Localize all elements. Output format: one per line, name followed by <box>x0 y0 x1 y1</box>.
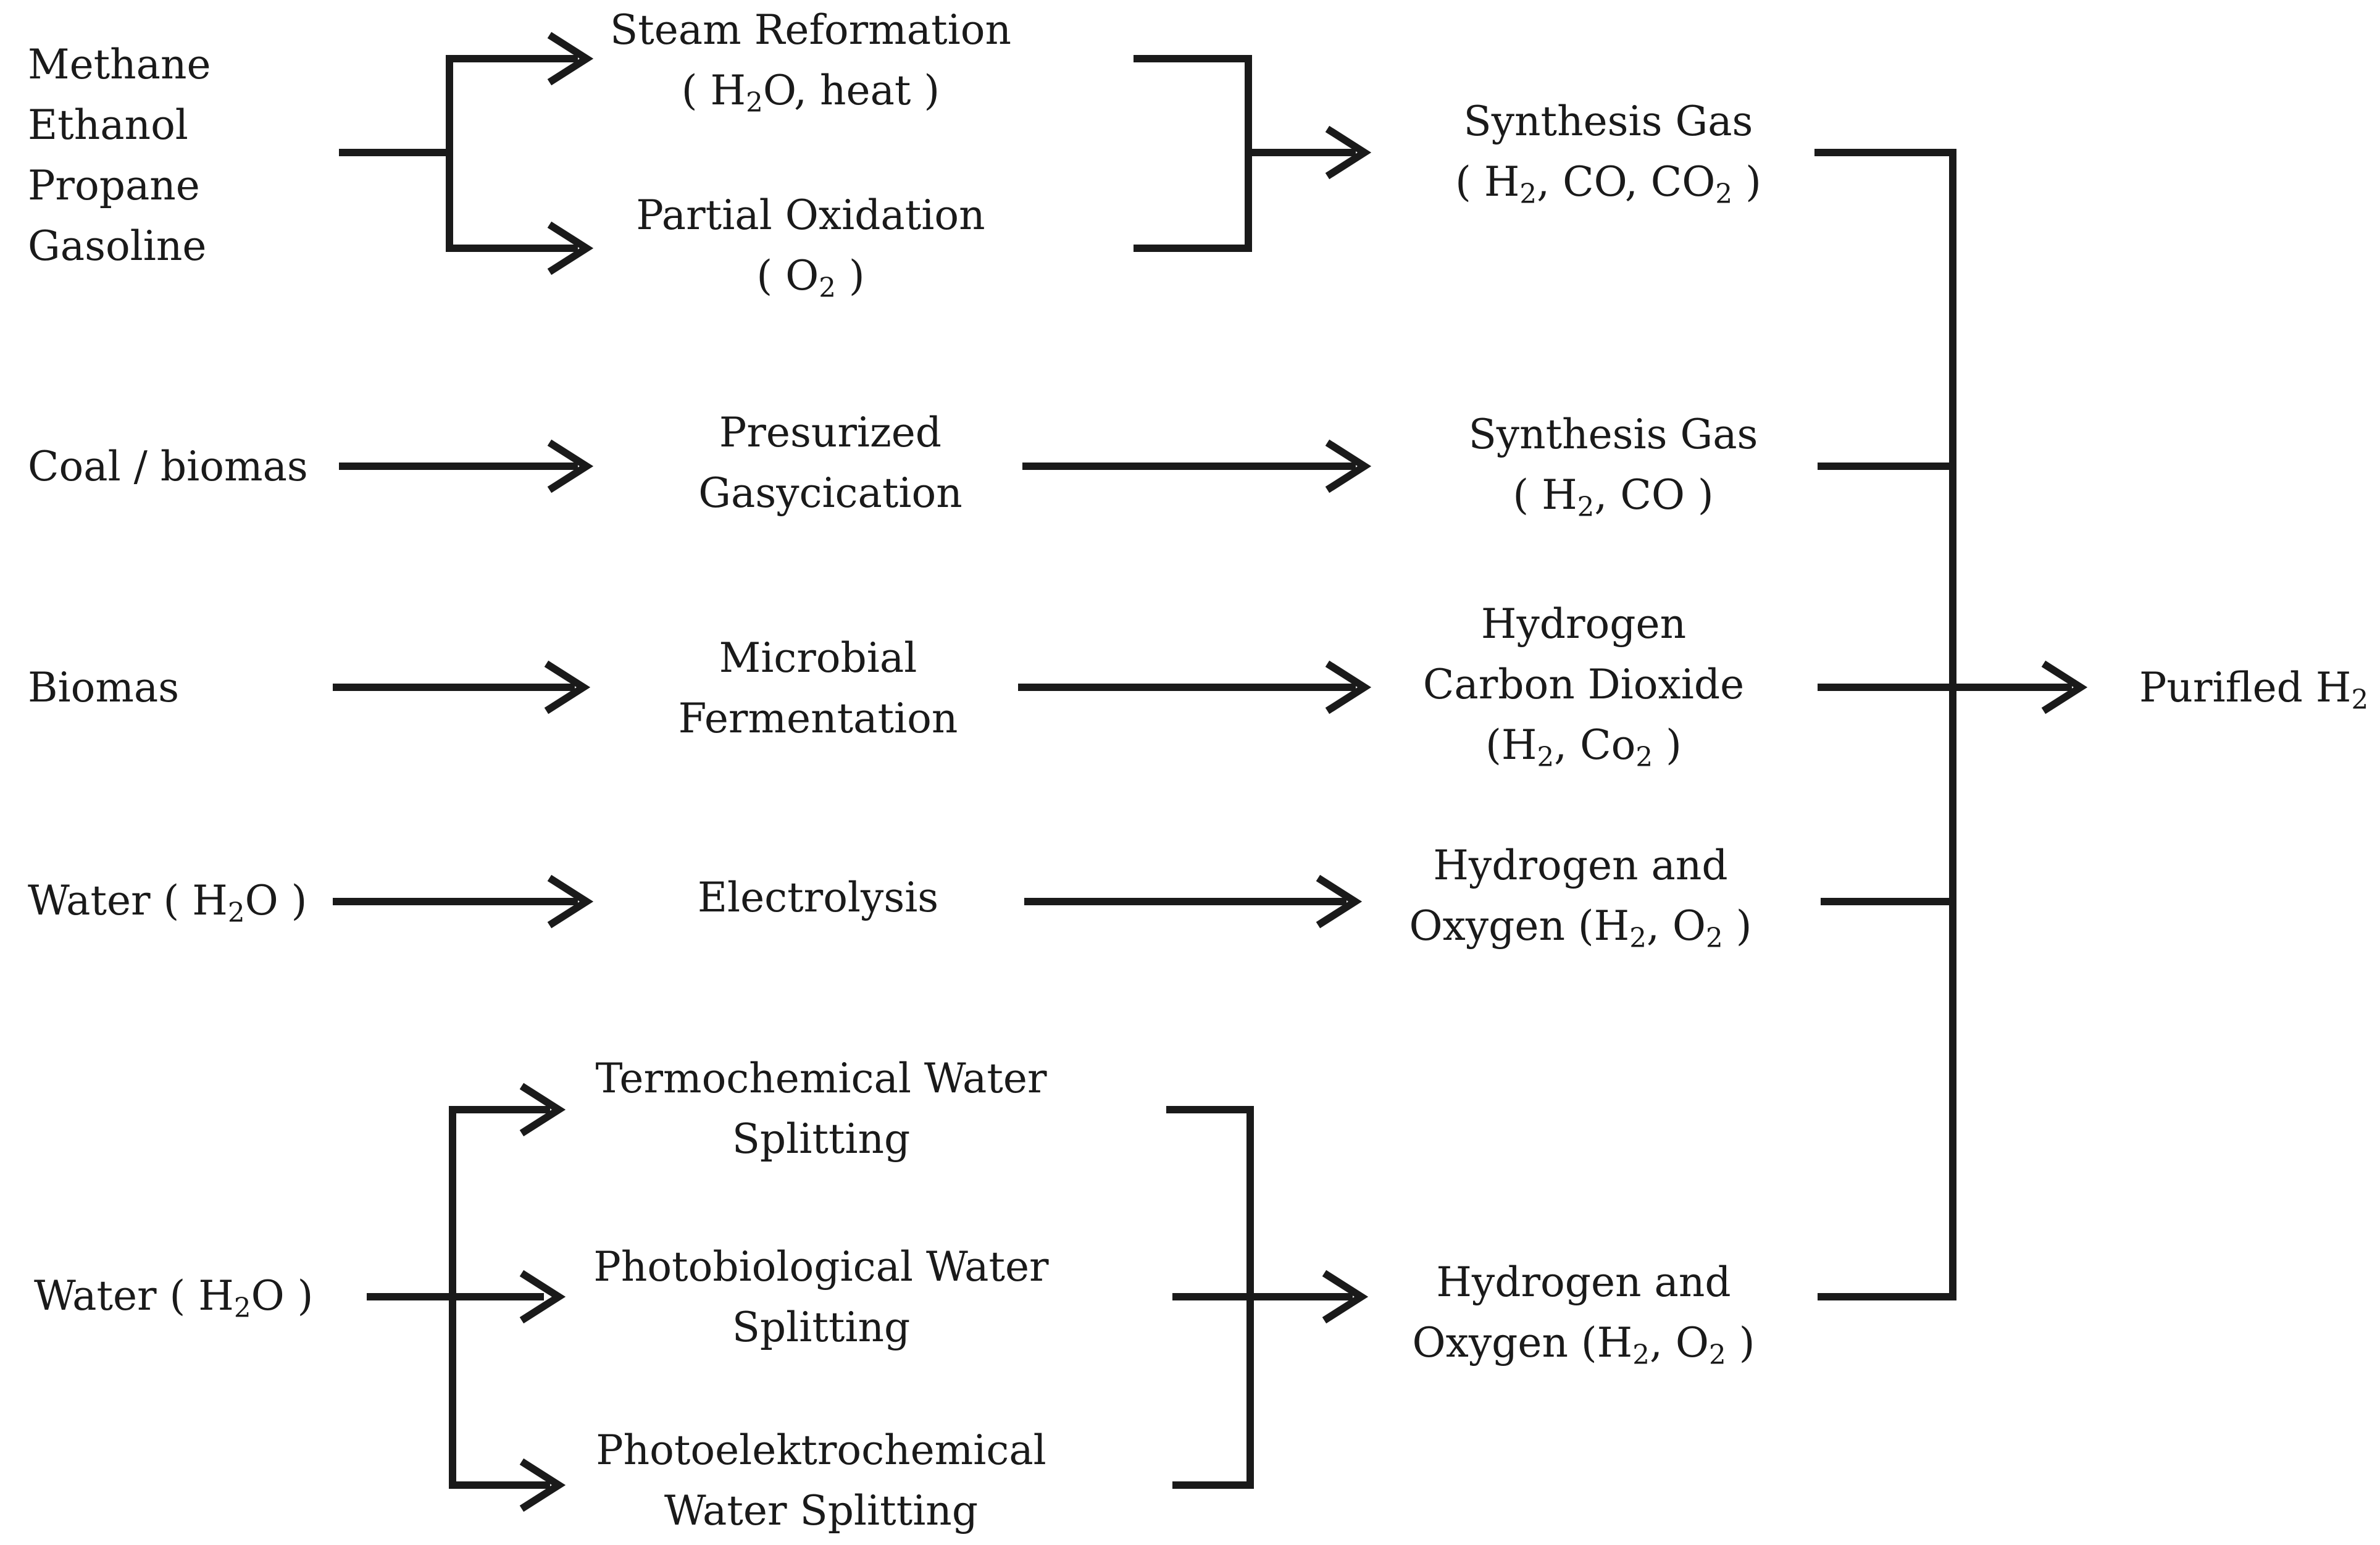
arrowhead-to-partial-oxidation <box>547 221 594 275</box>
arrowhead-to-photobiological <box>519 1270 566 1324</box>
product-syngas-2: Synthesis Gas ( H2, CO ) <box>1468 411 1758 524</box>
source-water-splitting: Water ( H2O ) <box>34 1272 314 1325</box>
connector-merge-syngas-1 <box>1134 55 1356 252</box>
arrowhead-to-thermochemical <box>519 1082 566 1137</box>
process-partial-oxidation: Partial Oxidation ( O2 ) <box>636 191 985 304</box>
process-fermentation: Microbial Fermentation <box>678 634 958 742</box>
process-steam-reformation: Steam Reformation ( H2O, heat ) <box>610 6 1011 119</box>
arrowhead-to-steam-reformation <box>547 31 594 86</box>
product-syngas-1: Synthesis Gas ( H2, CO, CO2 ) <box>1455 98 1761 211</box>
process-photoelectrochemical: Photoelektrochemical Water Splitting <box>596 1426 1046 1535</box>
arrowhead-to-fermentation <box>544 660 591 714</box>
source-gasoline: Gasoline <box>28 222 207 270</box>
source-ethanol: Ethanol <box>28 101 188 149</box>
process-photobiological: Photobiological Water Splitting <box>593 1243 1049 1351</box>
connector-hydrocarbons-fork <box>339 55 578 252</box>
source-propane: Propane <box>28 162 200 209</box>
source-coal-biomas: Coal / biomas <box>28 443 308 490</box>
source-water-electrolysis: Water ( H2O ) <box>28 877 307 929</box>
arrowhead-to-photoelectrochemical <box>519 1458 566 1512</box>
process-electrolysis: Electrolysis <box>697 874 939 921</box>
arrowhead-to-gasification <box>547 439 594 493</box>
product-h2-co2: Hydrogen Carbon Dioxide (H2, Co2 ) <box>1422 600 1745 774</box>
arrowhead-to-syngas-2 <box>1325 439 1372 493</box>
final-purified-h2: Purifled H2 <box>2139 664 2369 716</box>
arrowhead-to-h2-o2-1 <box>1316 874 1363 929</box>
process-thermochemical: Termochemical Water Splitting <box>595 1055 1047 1163</box>
source-biomas: Biomas <box>28 664 180 711</box>
process-gasification: Presurized Gasycication <box>698 409 962 517</box>
arrowhead-to-purified-h2 <box>2041 660 2088 714</box>
source-methane: Methane <box>28 41 211 88</box>
arrowhead-to-syngas-1 <box>1325 125 1372 180</box>
connector-water-splitting-fork <box>367 1106 550 1489</box>
connector-merge-h2-o2-2 <box>1166 1106 1353 1489</box>
arrowhead-to-electrolysis <box>547 874 594 929</box>
product-h2-o2-1: Hydrogen and Oxygen (H2, O2 ) <box>1409 842 1752 955</box>
product-h2-o2-2: Hydrogen and Oxygen (H2, O2 ) <box>1412 1258 1755 1371</box>
arrowhead-to-h2-co2 <box>1325 660 1372 714</box>
connector-final-collector <box>1814 149 2072 1300</box>
source-hydrocarbons: Methane Ethanol Propane Gasoline <box>28 35 211 277</box>
arrowhead-to-h2-o2-2 <box>1322 1270 1369 1324</box>
